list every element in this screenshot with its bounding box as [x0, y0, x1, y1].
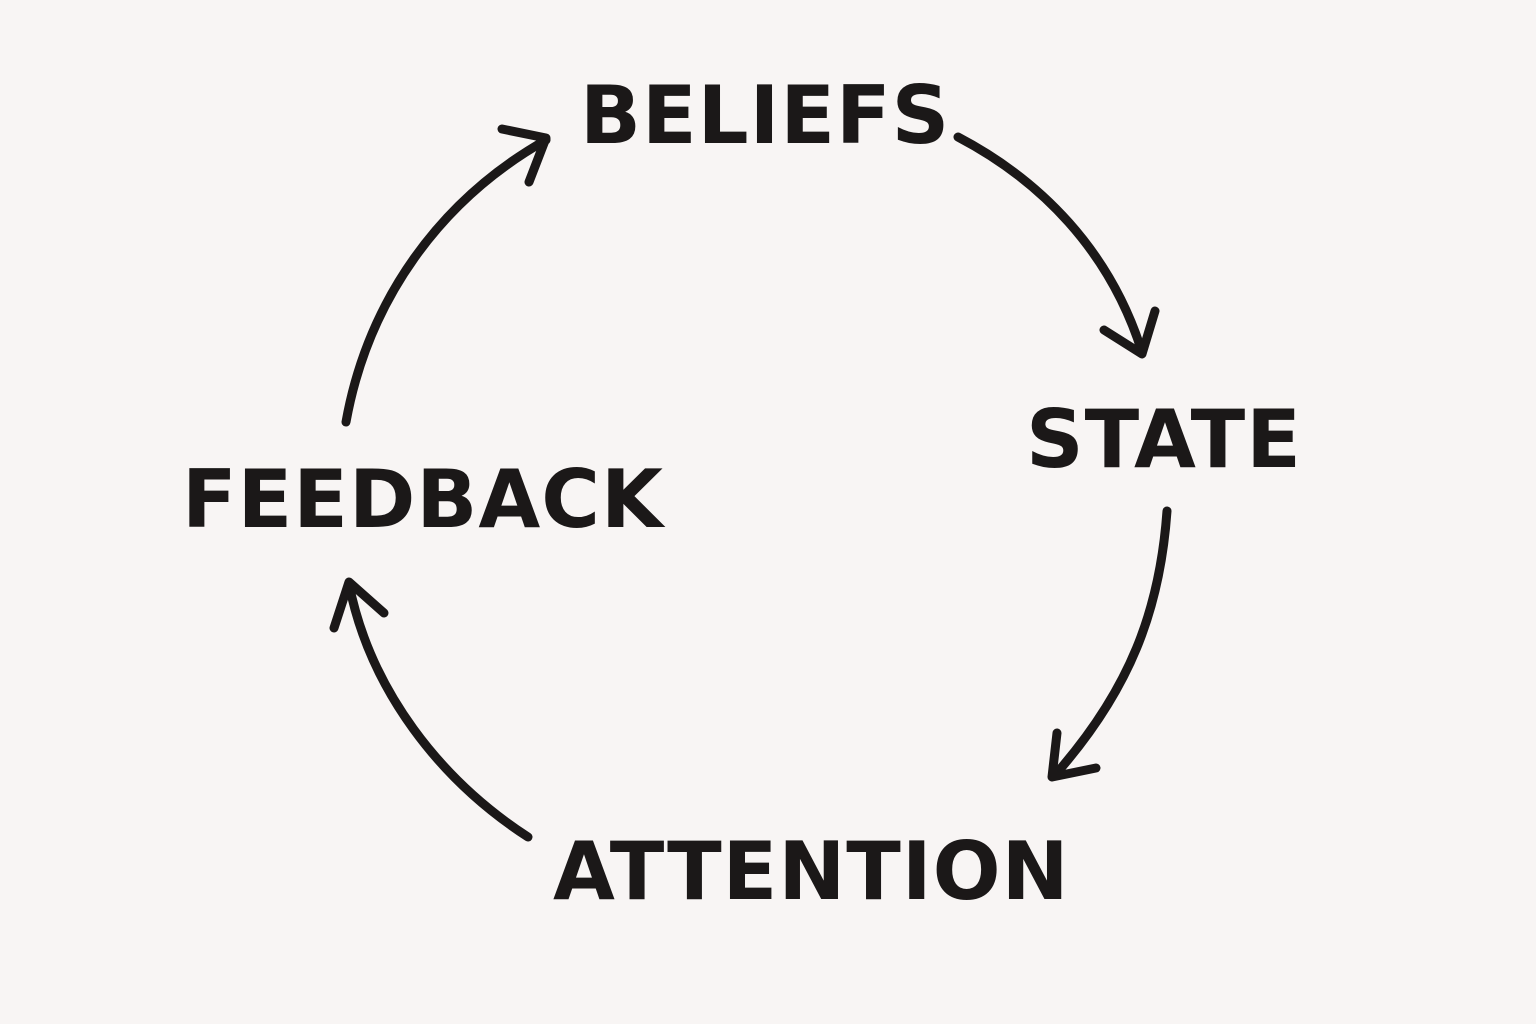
arrow-attention-to-feedback-head	[329, 577, 389, 633]
arrow-beliefs-to-state-head	[1099, 306, 1160, 359]
node-feedback: FEEDBACK	[182, 453, 664, 546]
node-beliefs: BELIEFS	[580, 69, 951, 162]
arrow-state-to-attention-head	[1047, 728, 1101, 782]
node-attention: ATTENTION	[553, 825, 1070, 918]
arrow-state-to-attention-line	[1050, 506, 1172, 780]
arrow-attention-to-feedback-line	[344, 579, 533, 842]
arrow-beliefs-to-state	[953, 132, 1160, 359]
node-state: STATE	[1026, 393, 1302, 486]
arrow-state-to-attention	[1047, 506, 1172, 782]
arrow-feedback-to-beliefs	[341, 124, 551, 427]
arrow-feedback-to-beliefs-line	[341, 135, 551, 427]
arrow-attention-to-feedback	[329, 577, 533, 842]
arrow-feedback-to-beliefs-head	[497, 124, 551, 187]
arrow-beliefs-to-state-line	[953, 132, 1147, 357]
